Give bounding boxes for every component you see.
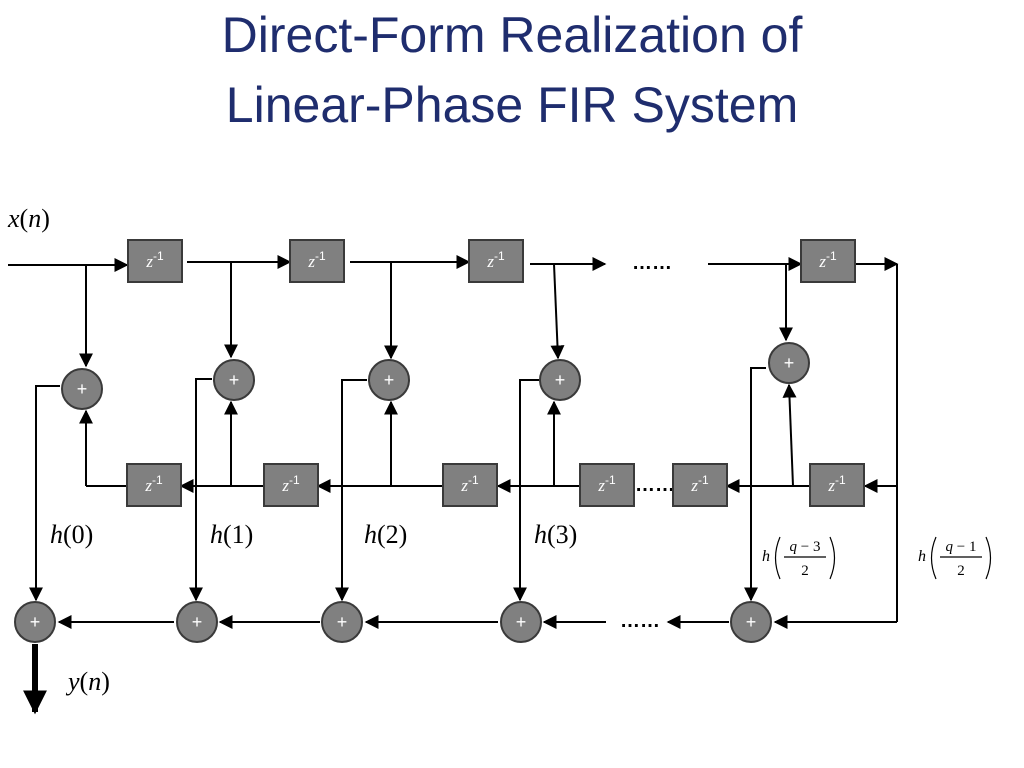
signal-wires [8, 255, 899, 629]
adder-symbol: + [516, 612, 527, 632]
delay-label: z-1 [597, 473, 616, 495]
adder-symbol: + [555, 370, 566, 390]
adder: + [368, 359, 410, 401]
adder: + [539, 359, 581, 401]
title-line-1: Direct-Form Realization of [221, 7, 803, 63]
slide-title: Direct-Form Realization of Linear-Phase … [0, 0, 1024, 140]
delay-label: z-1 [690, 473, 709, 495]
delay-label: z-1 [827, 473, 846, 495]
delay-blocks: z-1 z-1 z-1 z-1 z-1 z-1 z-1 z-1 z-1 z-1 [126, 239, 865, 507]
delay-label: z-1 [307, 249, 326, 271]
svg-text:h: h [762, 548, 770, 565]
adder: + [213, 359, 255, 401]
delay-label: z-1 [486, 249, 505, 271]
continuation-ellipses: …… …… …… [620, 252, 675, 632]
fraction-coefficient: h q − 1 2 [918, 536, 992, 580]
input-label: x(n) [7, 204, 50, 233]
delay-block: z-1 [579, 463, 635, 507]
delay-block: z-1 [263, 463, 319, 507]
coefficient-label: h(1) [210, 520, 253, 549]
adder: + [500, 601, 542, 643]
middle-ellipsis: …… [635, 474, 675, 496]
delay-label: z-1 [281, 473, 300, 495]
delay-block: z-1 [289, 239, 345, 283]
adder: + [61, 368, 103, 410]
adder: + [176, 601, 218, 643]
fraction-coefficient-labels: h q − 3 2 h q − 1 2 [762, 536, 992, 580]
bottom-ellipsis: …… [620, 610, 660, 632]
coefficient-label: h(3) [534, 520, 577, 549]
delay-block: z-1 [126, 463, 182, 507]
adder-symbol: + [229, 370, 240, 390]
adder-symbol: + [384, 370, 395, 390]
adder: + [14, 601, 56, 643]
coefficient-label: h(0) [50, 520, 93, 549]
adder-symbol: + [746, 612, 757, 632]
adder-symbol: + [784, 353, 795, 373]
svg-text:2: 2 [957, 563, 965, 579]
fraction-coefficient: h q − 3 2 [762, 536, 836, 580]
delay-block: z-1 [672, 463, 728, 507]
svg-text:q − 1: q − 1 [946, 539, 977, 555]
adder-symbol: + [77, 379, 88, 399]
delay-block: z-1 [442, 463, 498, 507]
delay-label: z-1 [460, 473, 479, 495]
adder-symbol: + [30, 612, 41, 632]
svg-text:q − 3: q − 3 [790, 539, 821, 555]
delay-label: z-1 [145, 249, 164, 271]
coefficient-labels: h(0) h(1) h(2) h(3) [50, 520, 577, 549]
adders: + + + + + + + + + + [14, 342, 810, 643]
adder-symbol: + [192, 612, 203, 632]
top-ellipsis: …… [632, 252, 672, 274]
svg-text:2: 2 [801, 563, 809, 579]
adder: + [730, 601, 772, 643]
delay-label: z-1 [818, 249, 837, 271]
delay-block: z-1 [809, 463, 865, 507]
delay-block: z-1 [800, 239, 856, 283]
title-line-2: Linear-Phase FIR System [225, 77, 799, 133]
adder: + [321, 601, 363, 643]
delay-block: z-1 [127, 239, 183, 283]
delay-block: z-1 [468, 239, 524, 283]
adder-symbol: + [337, 612, 348, 632]
output-label: y(n) [65, 667, 110, 696]
delay-label: z-1 [144, 473, 163, 495]
coefficient-label: h(2) [364, 520, 407, 549]
adder: + [768, 342, 810, 384]
svg-text:h: h [918, 548, 926, 565]
